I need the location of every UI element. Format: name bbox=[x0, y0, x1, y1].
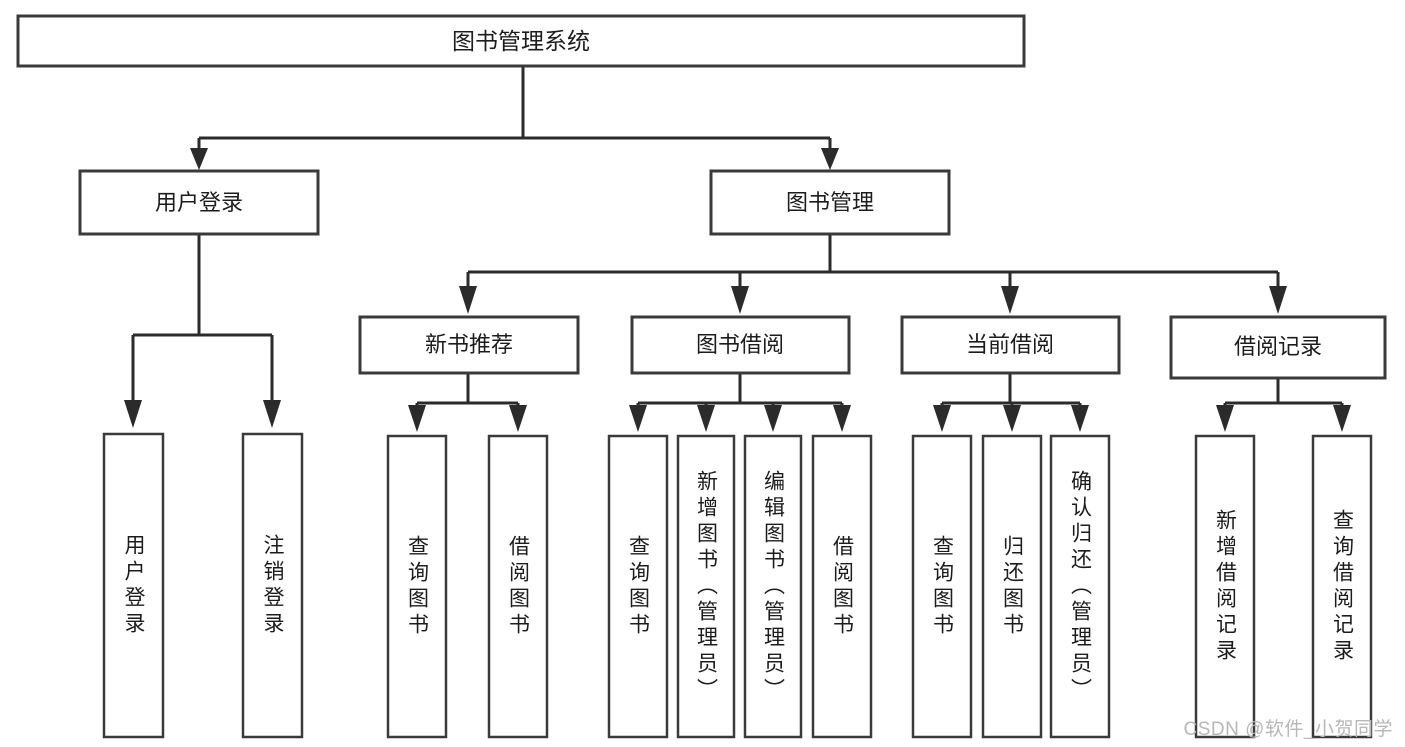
leaf-box-book-borrow-3[interactable] bbox=[743, 434, 803, 739]
node-current-borrow-label: 当前借阅 bbox=[966, 332, 1054, 357]
node-root[interactable]: 图书管理系统 bbox=[16, 14, 1026, 68]
arrowhead-leaf-current-borrow-1 bbox=[933, 405, 951, 432]
node-book-borrow[interactable]: 图书借阅 bbox=[630, 315, 851, 375]
leaf-box-current-borrow-1[interactable] bbox=[911, 434, 973, 739]
node-borrow-record-label: 借阅记录 bbox=[1234, 334, 1322, 359]
arrowhead-leaf-book-borrow-4 bbox=[833, 405, 851, 432]
node-root-box[interactable] bbox=[16, 14, 1026, 68]
leaf-box-book-borrow-2[interactable] bbox=[676, 434, 736, 739]
node-borrow-record[interactable]: 借阅记录 bbox=[1169, 315, 1387, 380]
arrowhead-current-borrow bbox=[1001, 286, 1019, 314]
node-book-borrow-label: 图书借阅 bbox=[696, 332, 784, 357]
node-current-borrow-box[interactable] bbox=[900, 315, 1121, 375]
node-book-management[interactable]: 图书管理 bbox=[709, 169, 951, 236]
node-current-borrow[interactable]: 当前借阅 bbox=[900, 315, 1121, 375]
leaf-box-new-book-2[interactable] bbox=[487, 434, 549, 739]
leaf-box-new-book-1[interactable] bbox=[386, 434, 448, 739]
node-user-login-box[interactable] bbox=[78, 169, 320, 236]
arrowhead-leaf-new-book-1 bbox=[408, 405, 426, 432]
node-new-book-recommend-label: 新书推荐 bbox=[425, 332, 513, 357]
arrowhead-leaf-book-borrow-1 bbox=[629, 405, 647, 432]
leaf-box-book-borrow-1[interactable] bbox=[607, 434, 669, 739]
node-book-management-label: 图书管理 bbox=[786, 190, 874, 215]
node-new-book-recommend[interactable]: 新书推荐 bbox=[358, 315, 580, 375]
arrowhead-book-borrow bbox=[731, 286, 749, 314]
arrowhead-borrow-record bbox=[1269, 286, 1287, 314]
leaf-box-book-borrow-4[interactable] bbox=[811, 434, 873, 739]
arrowhead-leaf-book-borrow-2 bbox=[697, 405, 715, 432]
leaf-box-current-borrow-3[interactable] bbox=[1049, 434, 1111, 739]
arrowhead-leaf-current-borrow-3 bbox=[1071, 405, 1089, 432]
arrowhead-leaf-current-borrow-2 bbox=[1003, 405, 1021, 432]
node-borrow-record-box[interactable] bbox=[1169, 315, 1387, 380]
connectors-group bbox=[124, 66, 1351, 432]
csdn-watermark: CSDN @软件_小贺同学 bbox=[1183, 719, 1393, 740]
arrowhead-leaf-user-login-1 bbox=[124, 400, 142, 428]
leaf-box-borrow-record-2[interactable] bbox=[1311, 434, 1373, 739]
node-user-login-label: 用户登录 bbox=[155, 190, 243, 215]
arrowhead-user-login bbox=[190, 148, 208, 170]
arrowhead-leaf-book-borrow-3 bbox=[764, 405, 782, 432]
leaf-box-current-borrow-2[interactable] bbox=[981, 434, 1043, 739]
node-new-book-recommend-box[interactable] bbox=[358, 315, 580, 375]
arrowhead-leaf-user-login-2 bbox=[263, 400, 281, 428]
arrowhead-new-book bbox=[459, 286, 477, 314]
leaf-box-borrow-record-1[interactable] bbox=[1194, 434, 1256, 739]
arrowhead-leaf-new-book-2 bbox=[509, 405, 527, 432]
arrowhead-leaf-borrow-record-1 bbox=[1216, 405, 1234, 432]
node-book-management-box[interactable] bbox=[709, 169, 951, 236]
arrowhead-book-mgmt bbox=[821, 148, 839, 170]
node-root-label: 图书管理系统 bbox=[452, 28, 590, 54]
node-user-login[interactable]: 用户登录 bbox=[78, 169, 320, 236]
arrowhead-leaf-borrow-record-2 bbox=[1333, 405, 1351, 432]
leaf-box-user-login-2[interactable] bbox=[241, 432, 304, 739]
node-book-borrow-box[interactable] bbox=[630, 315, 851, 375]
leaf-box-user-login-1[interactable] bbox=[102, 432, 165, 739]
